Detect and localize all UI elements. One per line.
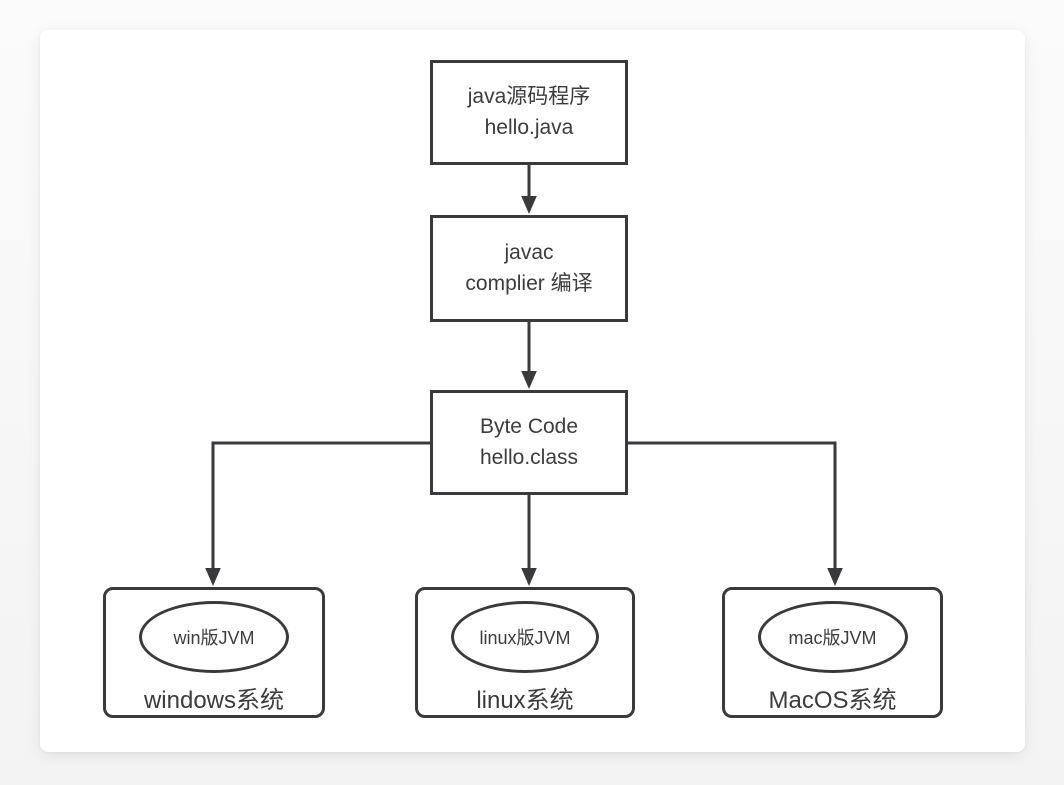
diagram-card: java源码程序 hello.java javac complier 编译 By… bbox=[40, 30, 1025, 752]
windows-jvm-ellipse: win版JVM bbox=[139, 601, 289, 673]
node-java-source: java源码程序 hello.java bbox=[430, 60, 628, 165]
macos-jvm-ellipse: mac版JVM bbox=[757, 601, 908, 673]
node-windows-system: win版JVM windows系统 bbox=[103, 587, 325, 718]
edge-bytecode-to-windows bbox=[205, 441, 430, 586]
linux-jvm-label: linux版JVM bbox=[479, 628, 571, 648]
node-byte-code-line1: Byte Code bbox=[479, 415, 579, 439]
node-java-source-line2: hello.java bbox=[484, 115, 574, 139]
node-linux-system: linux版JVM linux系统 bbox=[415, 587, 635, 718]
node-java-source-line1: java源码程序 bbox=[467, 85, 591, 109]
windows-os-label: windows系统 bbox=[143, 687, 285, 714]
node-javac-compiler: javac complier 编译 bbox=[430, 215, 628, 322]
macos-os-label: MacOS系统 bbox=[768, 687, 897, 714]
node-macos-system: mac版JVM MacOS系统 bbox=[722, 587, 943, 718]
node-javac-compiler-line2: complier 编译 bbox=[465, 271, 593, 295]
linux-os-label: linux系统 bbox=[476, 687, 574, 714]
linux-jvm-ellipse: linux版JVM bbox=[451, 601, 599, 673]
node-javac-compiler-line1: javac bbox=[504, 241, 554, 265]
node-byte-code-line2: hello.class bbox=[479, 445, 579, 469]
edge-bytecode-to-macos bbox=[628, 441, 843, 586]
macos-jvm-label: mac版JVM bbox=[788, 628, 877, 648]
node-byte-code: Byte Code hello.class bbox=[430, 390, 628, 495]
windows-jvm-label: win版JVM bbox=[173, 628, 255, 648]
